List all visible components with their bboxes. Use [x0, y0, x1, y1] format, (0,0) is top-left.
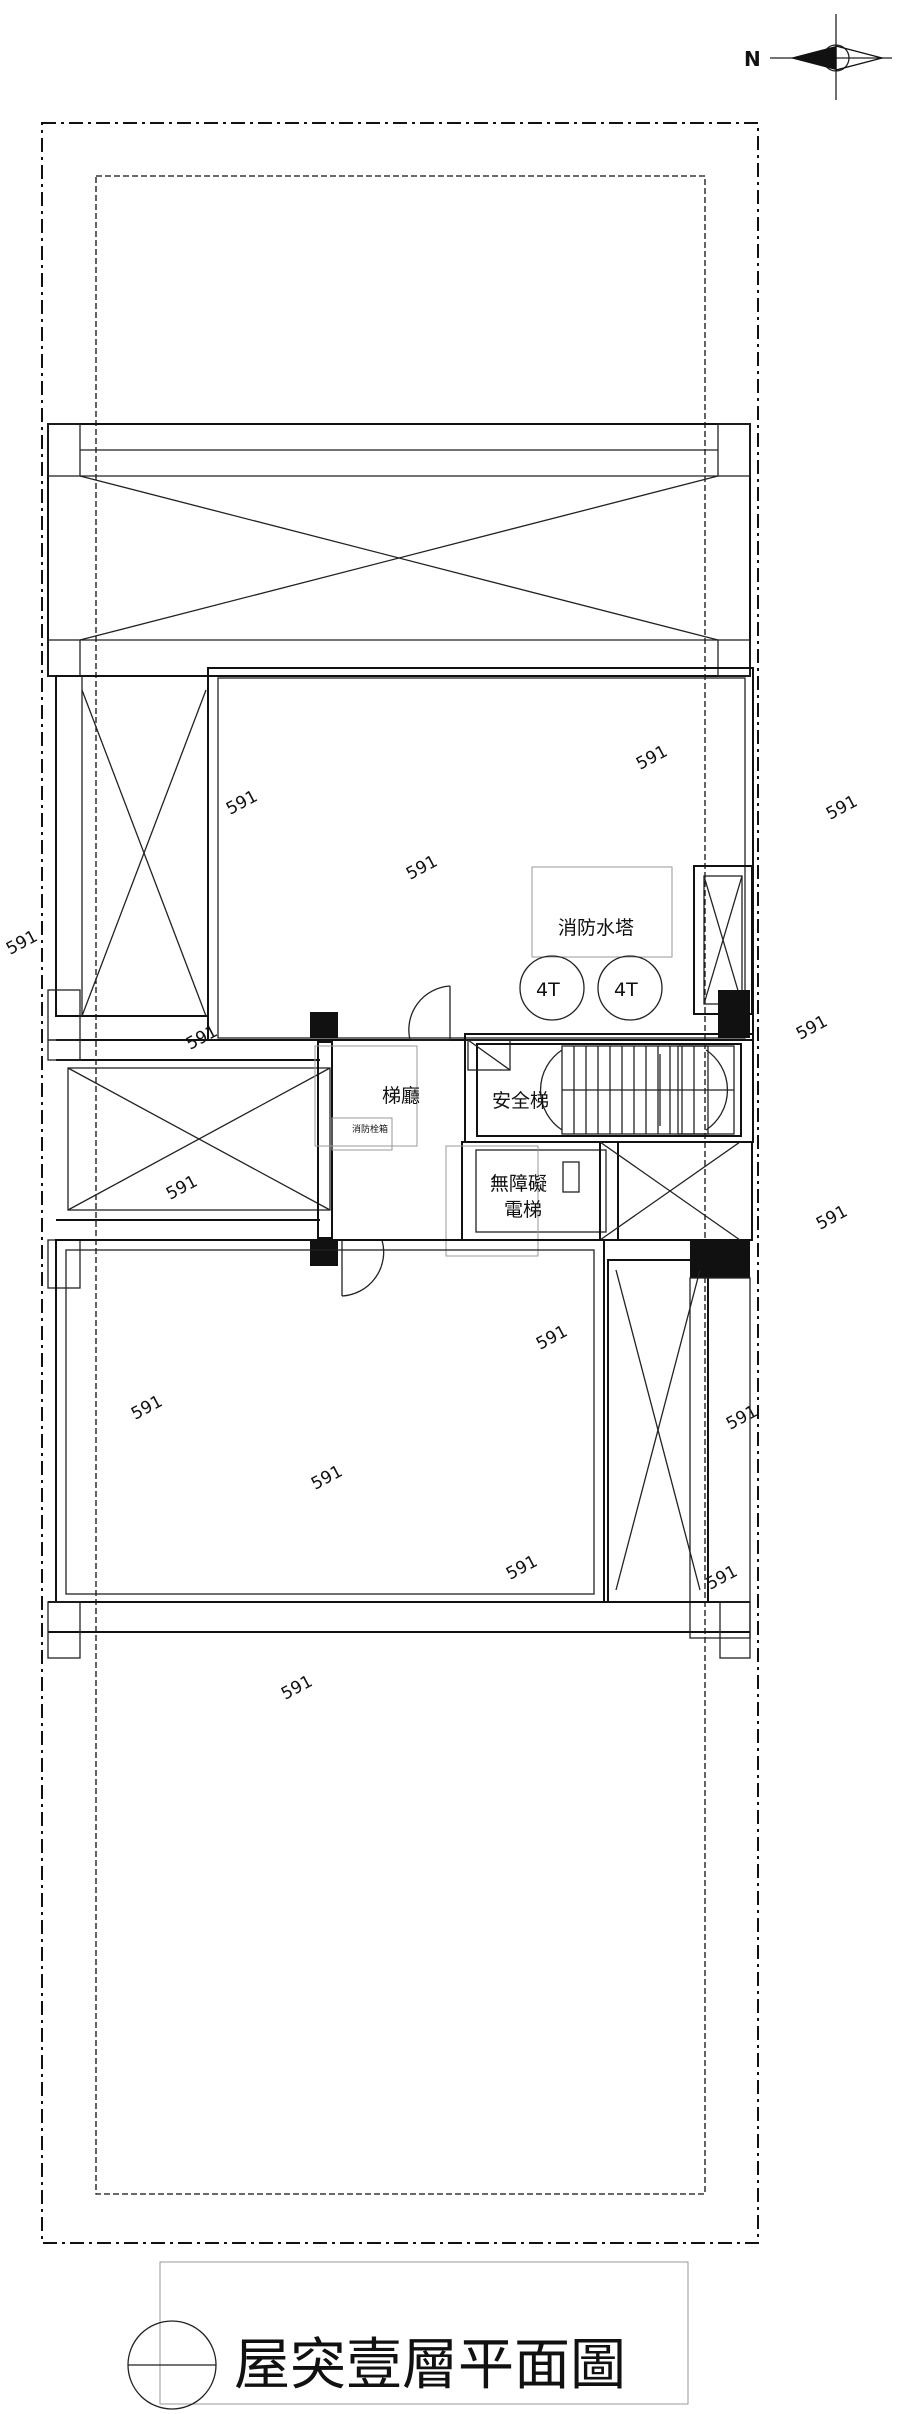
safety-stair-label: 安全梯: [492, 1090, 549, 1112]
door-upper: [408, 985, 451, 1041]
right-shaft: [599, 1141, 753, 1241]
accessible-elevator: 無障礙 電梯: [445, 1141, 619, 1257]
svg-text:591: 591: [823, 792, 861, 825]
svg-text:591: 591: [723, 1402, 761, 1435]
svg-text:591: 591: [503, 1552, 541, 1585]
fire-hose-cabinet-label: 消防栓箱: [352, 1123, 388, 1135]
safety-stair: 安全梯: [464, 1033, 754, 1143]
left-void-upper: [47, 675, 209, 1041]
fire-water-tank: 消防水塔 4T 4T: [519, 866, 673, 1021]
svg-text:591: 591: [223, 787, 261, 820]
upper-room: [207, 667, 754, 1041]
svg-text:591: 591: [308, 1462, 346, 1495]
drawing-title: 屋突壹層平面圖: [234, 2333, 626, 2398]
column: [310, 1012, 338, 1038]
svg-text:591: 591: [128, 1392, 166, 1425]
accessible-elevator-label-line1: 無障礙: [490, 1173, 547, 1195]
svg-text:591: 591: [183, 1022, 221, 1055]
fire-water-tank-label: 消防水塔: [558, 917, 634, 939]
door-lower: [341, 1239, 385, 1297]
svg-text:591: 591: [3, 927, 41, 960]
tank-1-capacity: 4T: [536, 979, 560, 1001]
svg-text:591: 591: [793, 1012, 831, 1045]
svg-text:591: 591: [633, 742, 671, 775]
column: [718, 990, 750, 1038]
lower-beam: [47, 1601, 751, 1659]
roof-edge: [95, 175, 706, 2195]
upper-beam: [47, 423, 751, 677]
svg-text:591: 591: [403, 852, 441, 885]
svg-text:591: 591: [813, 1202, 851, 1235]
north-arrow-icon: N: [744, 14, 892, 100]
column: [310, 1240, 338, 1266]
svg-text:591: 591: [278, 1672, 316, 1705]
accessible-elevator-label-line2: 電梯: [504, 1199, 542, 1221]
svg-text:591: 591: [163, 1172, 201, 1205]
north-label: N: [744, 47, 761, 71]
svg-text:591: 591: [533, 1322, 571, 1355]
title-block: 屋突壹層平面圖: [127, 2261, 689, 2410]
elevator-lobby: 梯廳 消防栓箱: [314, 1041, 420, 1239]
elevator-lobby-label: 梯廳: [382, 1085, 420, 1107]
site-boundary: [41, 122, 759, 2244]
tank-2-capacity: 4T: [614, 979, 638, 1001]
